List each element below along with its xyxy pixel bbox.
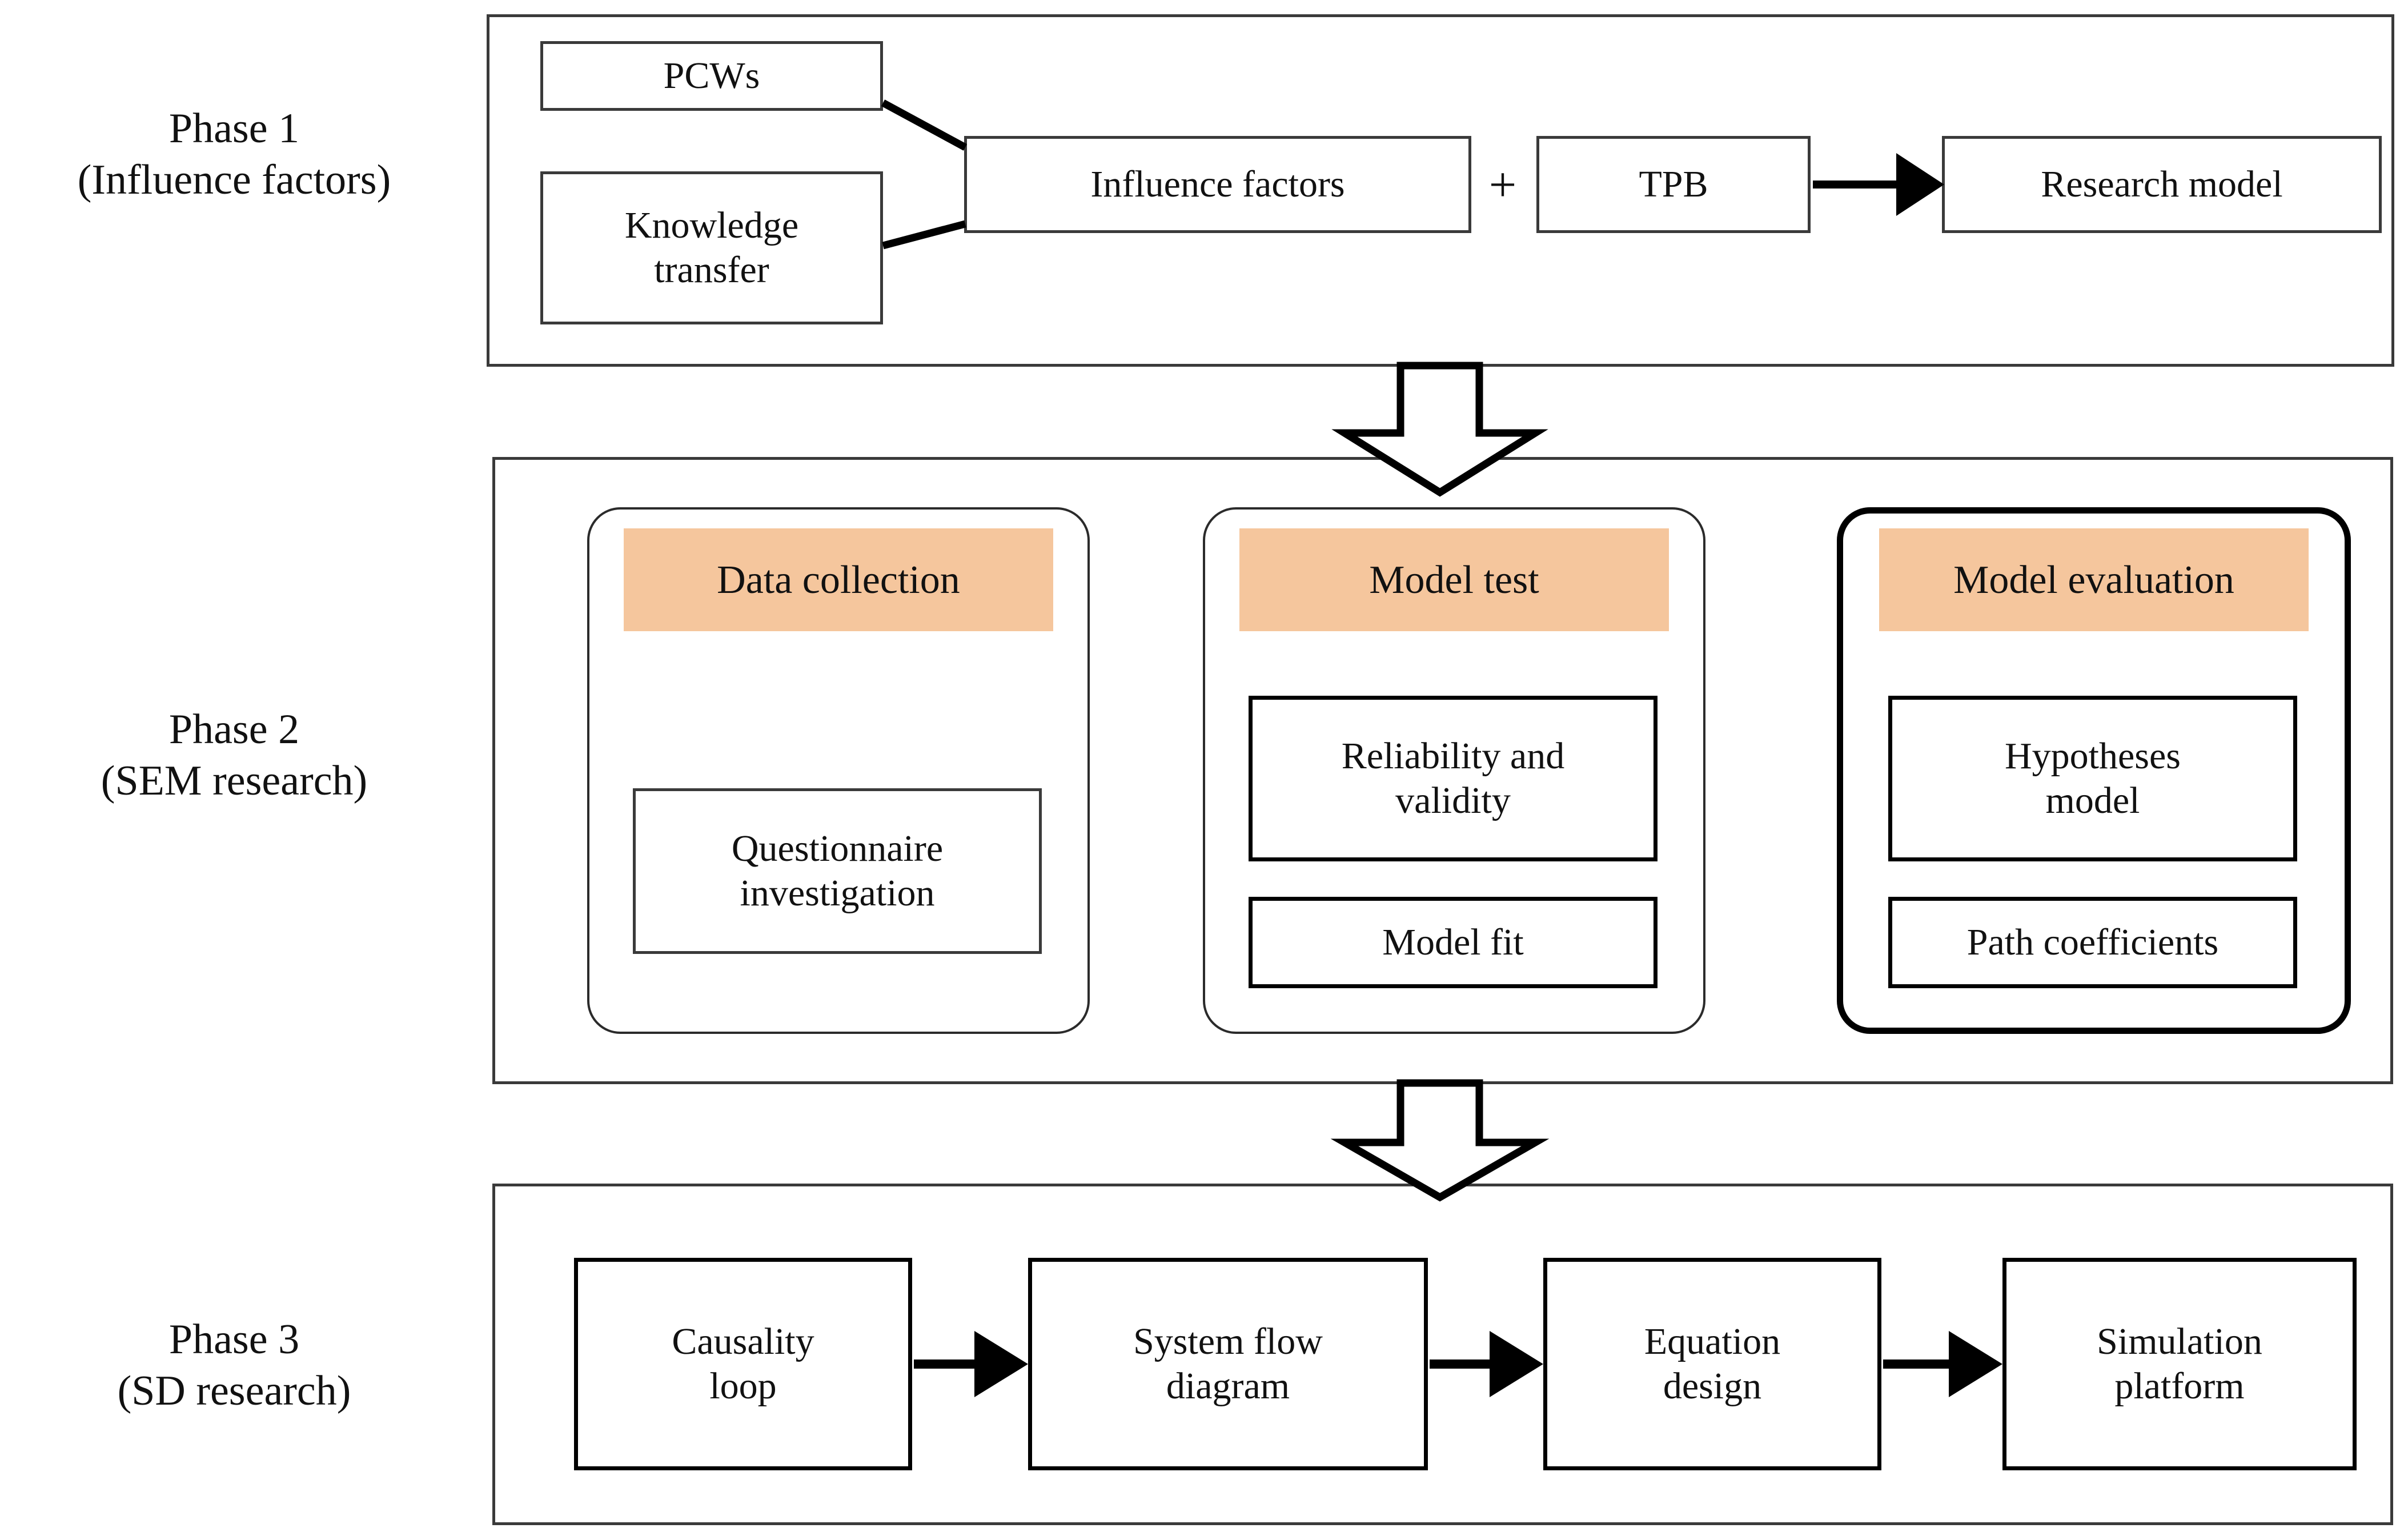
panel-model-evaluation-title: Model evaluation: [1953, 558, 2234, 602]
phase-3-label-line2: (SD research): [117, 1367, 351, 1415]
panel-data-collection-header: Data collection: [624, 528, 1053, 631]
node-influence-factors-label: Influence factors: [1090, 163, 1345, 206]
node-equation-design-label: Equation design: [1644, 1321, 1781, 1407]
phase-3-label-line1: Phase 3: [168, 1316, 300, 1363]
panel-model-test-header: Model test: [1239, 528, 1669, 631]
node-system-flow-diagram-label: System flow diagram: [1133, 1321, 1323, 1407]
block-arrow-phase2-to-phase3: [1330, 1079, 1550, 1202]
plus-operator: +: [1471, 136, 1534, 233]
node-influence-factors[interactable]: Influence factors: [964, 136, 1471, 233]
node-model-fit-label: Model fit: [1382, 921, 1524, 964]
node-causality-loop[interactable]: Causality loop: [574, 1258, 912, 1470]
phase-3-label: Phase 3 (SD research): [0, 1314, 468, 1417]
node-research-model-label: Research model: [2041, 163, 2283, 206]
phase-1-label-line1: Phase 1: [168, 105, 300, 152]
node-causality-loop-label: Causality loop: [672, 1321, 814, 1407]
phase-2-label-line1: Phase 2: [168, 706, 300, 753]
node-tpb[interactable]: TPB: [1536, 136, 1811, 233]
panel-data-collection-title: Data collection: [717, 558, 960, 602]
phase-1-label: Phase 1 (Influence factors): [0, 103, 468, 206]
phase-2-label: Phase 2 (SEM research): [0, 704, 468, 807]
phase-2-label-line2: (SEM research): [101, 757, 368, 805]
node-pcws[interactable]: PCWs: [540, 41, 883, 111]
node-reliability-and-validity[interactable]: Reliability and validity: [1249, 696, 1657, 861]
node-hypotheses-model-label: Hypotheses model: [2005, 735, 2181, 821]
node-simulation-platform-label: Simulation platform: [2097, 1321, 2262, 1407]
node-pcws-label: PCWs: [663, 55, 760, 97]
node-reliability-and-validity-label: Reliability and validity: [1341, 735, 1565, 821]
node-questionnaire-investigation[interactable]: Questionnaire investigation: [633, 788, 1042, 954]
node-path-coefficients[interactable]: Path coefficients: [1888, 897, 2297, 988]
node-path-coefficients-label: Path coefficients: [1966, 921, 2219, 964]
plus-symbol: +: [1488, 157, 1517, 212]
node-simulation-platform[interactable]: Simulation platform: [2002, 1258, 2357, 1470]
panel-model-evaluation-header: Model evaluation: [1879, 528, 2309, 631]
node-research-model[interactable]: Research model: [1942, 136, 2382, 233]
node-system-flow-diagram[interactable]: System flow diagram: [1028, 1258, 1428, 1470]
node-questionnaire-investigation-label: Questionnaire investigation: [731, 828, 944, 914]
node-knowledge-transfer[interactable]: Knowledge transfer: [540, 171, 883, 324]
node-equation-design[interactable]: Equation design: [1543, 1258, 1881, 1470]
node-model-fit[interactable]: Model fit: [1249, 897, 1657, 988]
node-tpb-label: TPB: [1639, 163, 1708, 206]
node-knowledge-transfer-label: Knowledge transfer: [624, 204, 799, 291]
node-hypotheses-model[interactable]: Hypotheses model: [1888, 696, 2297, 861]
panel-model-test-title: Model test: [1369, 558, 1539, 602]
phase-1-label-line2: (Influence factors): [77, 157, 391, 204]
